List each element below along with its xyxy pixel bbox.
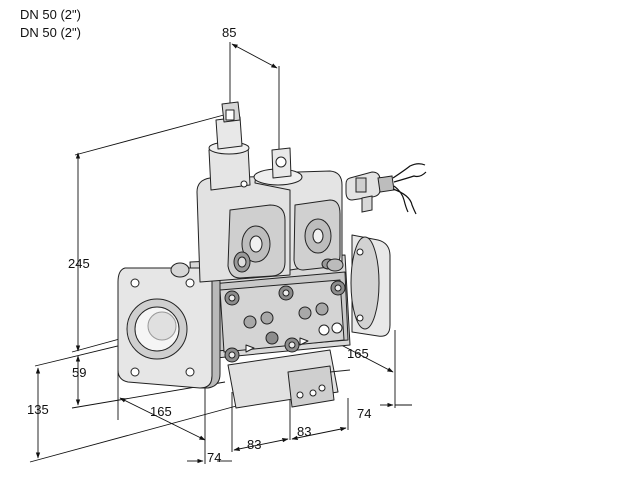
dim-label-74-left: 74 — [207, 450, 221, 465]
dim-label-245: 245 — [68, 256, 90, 271]
header-line-1: DN 50 (2") — [20, 7, 81, 22]
right-actuator — [253, 147, 343, 271]
control-box — [227, 349, 351, 409]
header-line-2: DN 50 (2") — [20, 25, 81, 40]
right-flange — [350, 234, 391, 337]
dim-label-83-2: 83 — [297, 424, 311, 439]
pressure-switch-connector — [345, 163, 427, 215]
left-flange — [117, 267, 221, 389]
dim-label-85: 85 — [222, 25, 236, 40]
dim-label-165-right: 165 — [347, 346, 369, 361]
left-actuator — [196, 101, 291, 283]
dim-label-135: 135 — [27, 402, 49, 417]
dimension-labels: 85 245 59 135 165 74 83 83 165 74 — [27, 25, 371, 465]
dim-label-165-left: 165 — [150, 404, 172, 419]
dim-label-83-1: 83 — [247, 437, 261, 452]
dim-label-59: 59 — [72, 365, 86, 380]
manifold-front — [219, 279, 346, 363]
valve-body — [117, 101, 391, 409]
dim-label-74-right: 74 — [357, 406, 371, 421]
